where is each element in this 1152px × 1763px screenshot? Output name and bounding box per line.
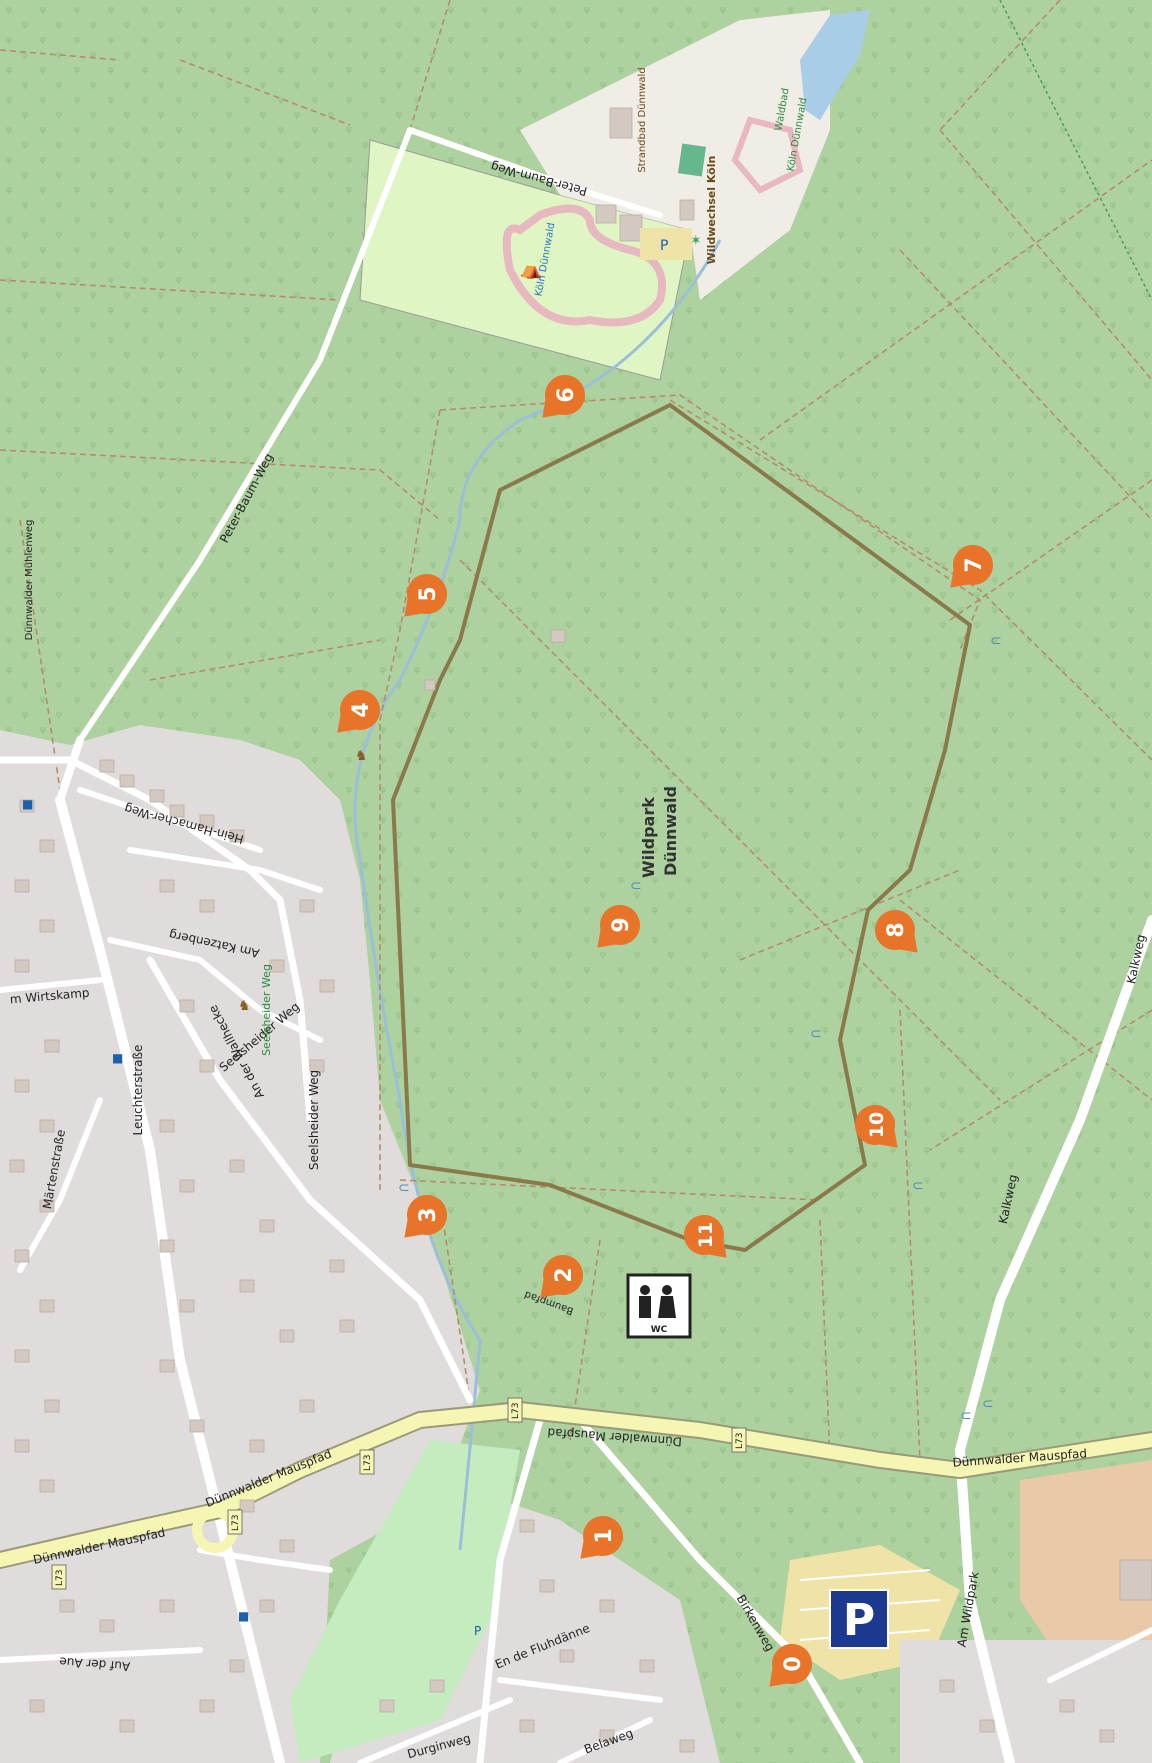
route-marker-label: 2 xyxy=(552,1267,577,1282)
l73-shield-label: L73 xyxy=(735,1433,745,1449)
toilet-label: WC xyxy=(651,1325,668,1335)
route-marker-label: 3 xyxy=(416,1207,441,1222)
park-name-line2: Dünnwald xyxy=(661,786,680,876)
strandbad-area xyxy=(520,10,830,300)
map-pin-icon xyxy=(875,910,918,953)
stream xyxy=(353,239,722,1551)
route-marker-label: 0 xyxy=(781,1656,806,1671)
shelter-icon: ⊂ xyxy=(810,1026,822,1042)
route-marker-label: 8 xyxy=(884,922,909,937)
path-label-muehlenweg: Dünnwalder Mühlenweg xyxy=(24,520,35,641)
map-symbols: ⊂ ⊂ ⊂ ⊂ ⊂ ⊂ ⊂ ⛺ ♞ ♞ ✶ ■ ■ ■ xyxy=(22,233,1002,1623)
l73-shields: L73 L73 L73 L73 L73 xyxy=(51,1397,747,1590)
road-label-seelsheider-weg-2: Seelsheider Weg xyxy=(307,1070,321,1170)
shelter-icon: ⊂ xyxy=(990,633,1002,649)
route-marker-4[interactable]: 4 xyxy=(337,690,381,733)
deer-icon: ♞ xyxy=(238,998,251,1014)
map-pin-icon xyxy=(404,574,447,617)
map-pin-icon xyxy=(769,1643,812,1687)
shelter-icon: ⊂ xyxy=(960,1408,972,1424)
green-path xyxy=(999,0,1152,301)
map-pin-icon xyxy=(684,1215,727,1258)
map-pin-icon xyxy=(580,1516,624,1559)
route-marker-2[interactable]: 2 xyxy=(540,1255,584,1298)
l73-shield-label: L73 xyxy=(511,1403,521,1419)
l73-shield-label: L73 xyxy=(55,1570,65,1586)
roads xyxy=(0,127,1152,1763)
route-marker-label: 10 xyxy=(866,1112,888,1138)
pool xyxy=(678,143,706,177)
route-marker-1[interactable]: 1 xyxy=(580,1516,624,1559)
buildings xyxy=(9,107,1152,1753)
bus-stop-icon: ■ xyxy=(238,1609,249,1623)
road-label-leuchterstrasse: Leuchterstraße xyxy=(131,1045,145,1136)
route-path xyxy=(391,403,972,1252)
park-name-line1: Wildpark xyxy=(639,797,658,878)
road-label-wirtskamp: m Wirtskamp xyxy=(9,986,90,1007)
label-strandbad: Strandbad Dünnwald xyxy=(637,67,648,172)
shelter-icon: ⊂ xyxy=(398,1180,410,1196)
route-marker-label: 7 xyxy=(962,557,987,572)
route-marker-label: 5 xyxy=(416,586,441,601)
sports-ground xyxy=(1020,1460,1152,1660)
residential-area-west xyxy=(0,725,480,1763)
shelter-icon: ⊂ xyxy=(912,1178,924,1194)
road-label-auf-der-aue: Auf der Aue xyxy=(59,1655,131,1674)
camp-icon: ⛺ xyxy=(520,259,542,280)
label-seelsheider-weg-green: Seelsheider Weg xyxy=(260,964,273,1056)
route-marker-9[interactable]: 9 xyxy=(597,905,640,948)
l73-shield-label: L73 xyxy=(231,1515,241,1531)
route-marker-11[interactable]: 11 xyxy=(684,1215,727,1258)
deer-icon: ✶ xyxy=(690,233,702,249)
parking-sign: P xyxy=(829,1589,889,1649)
route-marker-10[interactable]: 10 xyxy=(855,1105,898,1148)
route-marker-3[interactable]: 3 xyxy=(404,1195,447,1238)
route-marker-label: 4 xyxy=(349,702,374,717)
label-wildwechsel-koeln: Wildwechsel Köln xyxy=(705,156,718,265)
route-marker-label: 1 xyxy=(592,1528,617,1543)
map-pin-icon xyxy=(404,1195,447,1238)
shelter-icon: ⊂ xyxy=(630,878,642,894)
residential-area-east xyxy=(900,1640,1152,1763)
camp-track xyxy=(502,204,666,327)
route-marker-0[interactable]: 0 xyxy=(769,1643,812,1687)
map-pin-icon xyxy=(855,1105,898,1148)
map-pin-icon xyxy=(542,374,585,418)
toilet-sign: WC xyxy=(626,1273,692,1339)
route-marker-label: 11 xyxy=(695,1222,717,1248)
parking-sign-label: P xyxy=(843,1595,875,1646)
deer-icon: ♞ xyxy=(355,748,368,764)
route-marker-label: 6 xyxy=(554,387,579,402)
camp-track-2 xyxy=(731,116,804,194)
small-parking-label: P xyxy=(660,238,668,254)
route-marker-7[interactable]: 7 xyxy=(950,545,993,588)
route-marker-5[interactable]: 5 xyxy=(404,574,447,617)
route-markers: 0 1 2 3 4 5 6 7 8 9 10 11 xyxy=(337,374,993,1687)
route-marker-6[interactable]: 6 xyxy=(542,374,585,418)
toilet-icon xyxy=(640,1285,650,1295)
bus-stop-icon: ■ xyxy=(22,797,33,811)
map-pin-icon xyxy=(337,690,381,733)
l73-shield-label: L73 xyxy=(363,1455,373,1471)
route-marker-8[interactable]: 8 xyxy=(875,910,918,953)
shelter-icon: ⊂ xyxy=(982,1396,994,1412)
map-pin-icon xyxy=(540,1255,584,1298)
p-label-south: P xyxy=(474,1624,481,1638)
lake xyxy=(800,10,870,120)
map-pin-icon xyxy=(597,905,640,948)
bus-stop-icon: ■ xyxy=(112,1051,123,1065)
small-parking-sign: P xyxy=(640,228,692,260)
map-pin-icon xyxy=(950,545,993,588)
route-marker-label: 9 xyxy=(609,917,634,932)
